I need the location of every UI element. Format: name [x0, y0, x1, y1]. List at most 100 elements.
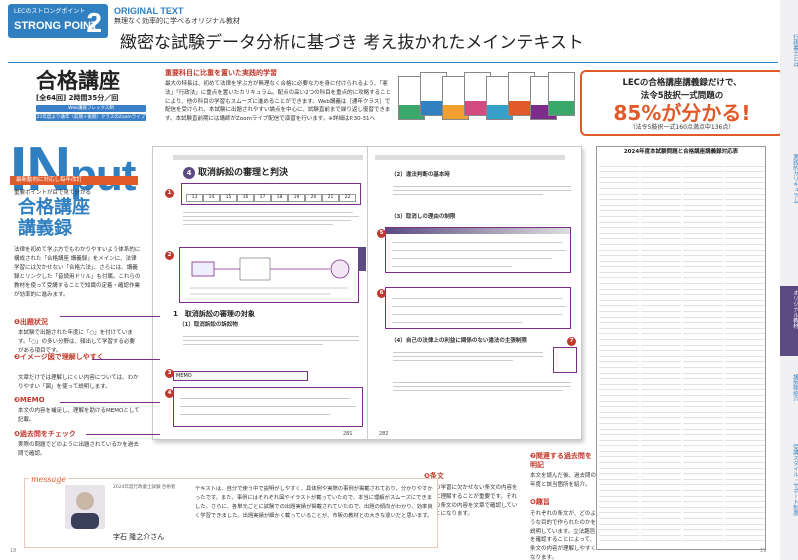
- table-row: [641, 491, 681, 497]
- table-row: [599, 290, 639, 296]
- table-row: [725, 206, 765, 212]
- table-row: [725, 217, 765, 223]
- material-title-line1: 合格講座: [18, 197, 90, 218]
- tab-instructors[interactable]: 講師陣紹介: [792, 374, 798, 402]
- table-row: [641, 385, 681, 391]
- material-title-line2: 講義録: [18, 217, 72, 239]
- badge-7: 7: [567, 337, 576, 346]
- text-line: [393, 352, 543, 353]
- table-row: [599, 446, 639, 452]
- table-row: [599, 346, 639, 352]
- table-row: [599, 318, 639, 324]
- tab-support[interactable]: 受講スタイル・サポート制度: [792, 444, 798, 516]
- table-row: [725, 441, 765, 447]
- connector-2: [92, 359, 160, 360]
- table-row: [683, 211, 723, 217]
- table-row: [599, 368, 639, 374]
- table-row: [641, 228, 681, 234]
- table-row: [599, 284, 639, 290]
- strong-point-label: LECのストロングポイント: [14, 8, 86, 15]
- table-row: [641, 374, 681, 380]
- course-bar-web: Web講座フレックス制: [36, 105, 146, 112]
- table-row: [683, 441, 723, 447]
- exam-year-cell: 19: [288, 194, 305, 202]
- table-row: [641, 267, 681, 273]
- tab-about[interactable]: 行政書士とは: [792, 34, 798, 67]
- table-row: [725, 390, 765, 396]
- testimonial-label: message: [29, 475, 69, 486]
- point-3-title: ❸MEMO: [14, 396, 45, 404]
- table-row: [683, 223, 723, 229]
- text-line: [392, 298, 562, 299]
- table-row: [725, 530, 765, 536]
- callout-percent: 85%が分かる!: [613, 101, 751, 125]
- header-divider: [8, 62, 778, 63]
- table-row: [641, 469, 681, 475]
- table-row: [725, 290, 765, 296]
- table-row: [683, 245, 723, 251]
- table-row: [683, 446, 723, 452]
- table-row: [683, 346, 723, 352]
- table-row: [599, 200, 639, 206]
- table-row: [641, 251, 681, 257]
- table-row: [683, 278, 723, 285]
- table-row: [641, 497, 681, 503]
- table-row: [725, 480, 765, 486]
- text-line: [180, 414, 330, 415]
- table-row: [725, 513, 765, 519]
- text-line: [392, 322, 522, 323]
- tab-curriculum[interactable]: 実践的カリキュラム: [792, 154, 798, 204]
- table-row: [683, 318, 723, 324]
- table-row: [599, 340, 639, 346]
- table-column: [641, 161, 681, 542]
- table-row: [599, 301, 639, 307]
- tab-original-materials[interactable]: オリジナル教材: [780, 286, 798, 356]
- chapter-tabs: 行政書士とは 実践的カリキュラム オリジナル教材 講師陣紹介 受講スタイル・サポ…: [780, 0, 798, 560]
- table-row: [599, 452, 639, 458]
- point-2-body: 文章だけでは理解しにくい内容については、わかりやすい「図」を使って説明します。: [18, 375, 139, 390]
- table-row: [641, 441, 681, 447]
- table-row: [599, 480, 639, 486]
- table-row: [725, 273, 765, 279]
- table-row: [683, 530, 723, 536]
- point-2-title: ❷イメージ図で理解しやすく: [14, 353, 104, 361]
- table-row: [683, 407, 723, 413]
- strong-point-number: 2: [86, 7, 102, 38]
- avatar: [65, 485, 105, 529]
- table-row: [641, 161, 681, 167]
- side-index-bar: [358, 247, 366, 271]
- table-row: [641, 368, 681, 374]
- table-row: [641, 379, 681, 385]
- testimonial-name: 字石 隆之介さん: [113, 533, 165, 541]
- table-row: [725, 256, 765, 262]
- table-row: [683, 161, 723, 167]
- table-row: [641, 508, 681, 514]
- table-row: [725, 278, 765, 285]
- exam-year-cell: 21: [322, 194, 339, 202]
- table-row: [725, 508, 765, 514]
- text-line: [392, 258, 552, 259]
- table-row: [641, 536, 681, 542]
- left-body-text-2: [183, 333, 361, 348]
- score-callout: LECの合格講座講義録だけで、 法令5肢択一式問題の 85%が分かる! （法令5…: [580, 70, 784, 136]
- table-row: [599, 362, 639, 368]
- table-row: [641, 340, 681, 346]
- table-row: [641, 418, 681, 424]
- input-logo-in: IN: [10, 135, 71, 204]
- right-heading-2: （3）取消しの理由の制限: [391, 214, 456, 220]
- table-row: [725, 525, 765, 531]
- table-row: [641, 306, 681, 313]
- table-row: [725, 306, 765, 313]
- table-row: [683, 267, 723, 273]
- table-row: [641, 502, 681, 508]
- text-line: [392, 242, 562, 243]
- table-row: [599, 418, 639, 424]
- table-row: [683, 474, 723, 480]
- table-row: [641, 295, 681, 301]
- table-row: [725, 200, 765, 206]
- table-row: [725, 334, 765, 340]
- table-row: [725, 502, 765, 508]
